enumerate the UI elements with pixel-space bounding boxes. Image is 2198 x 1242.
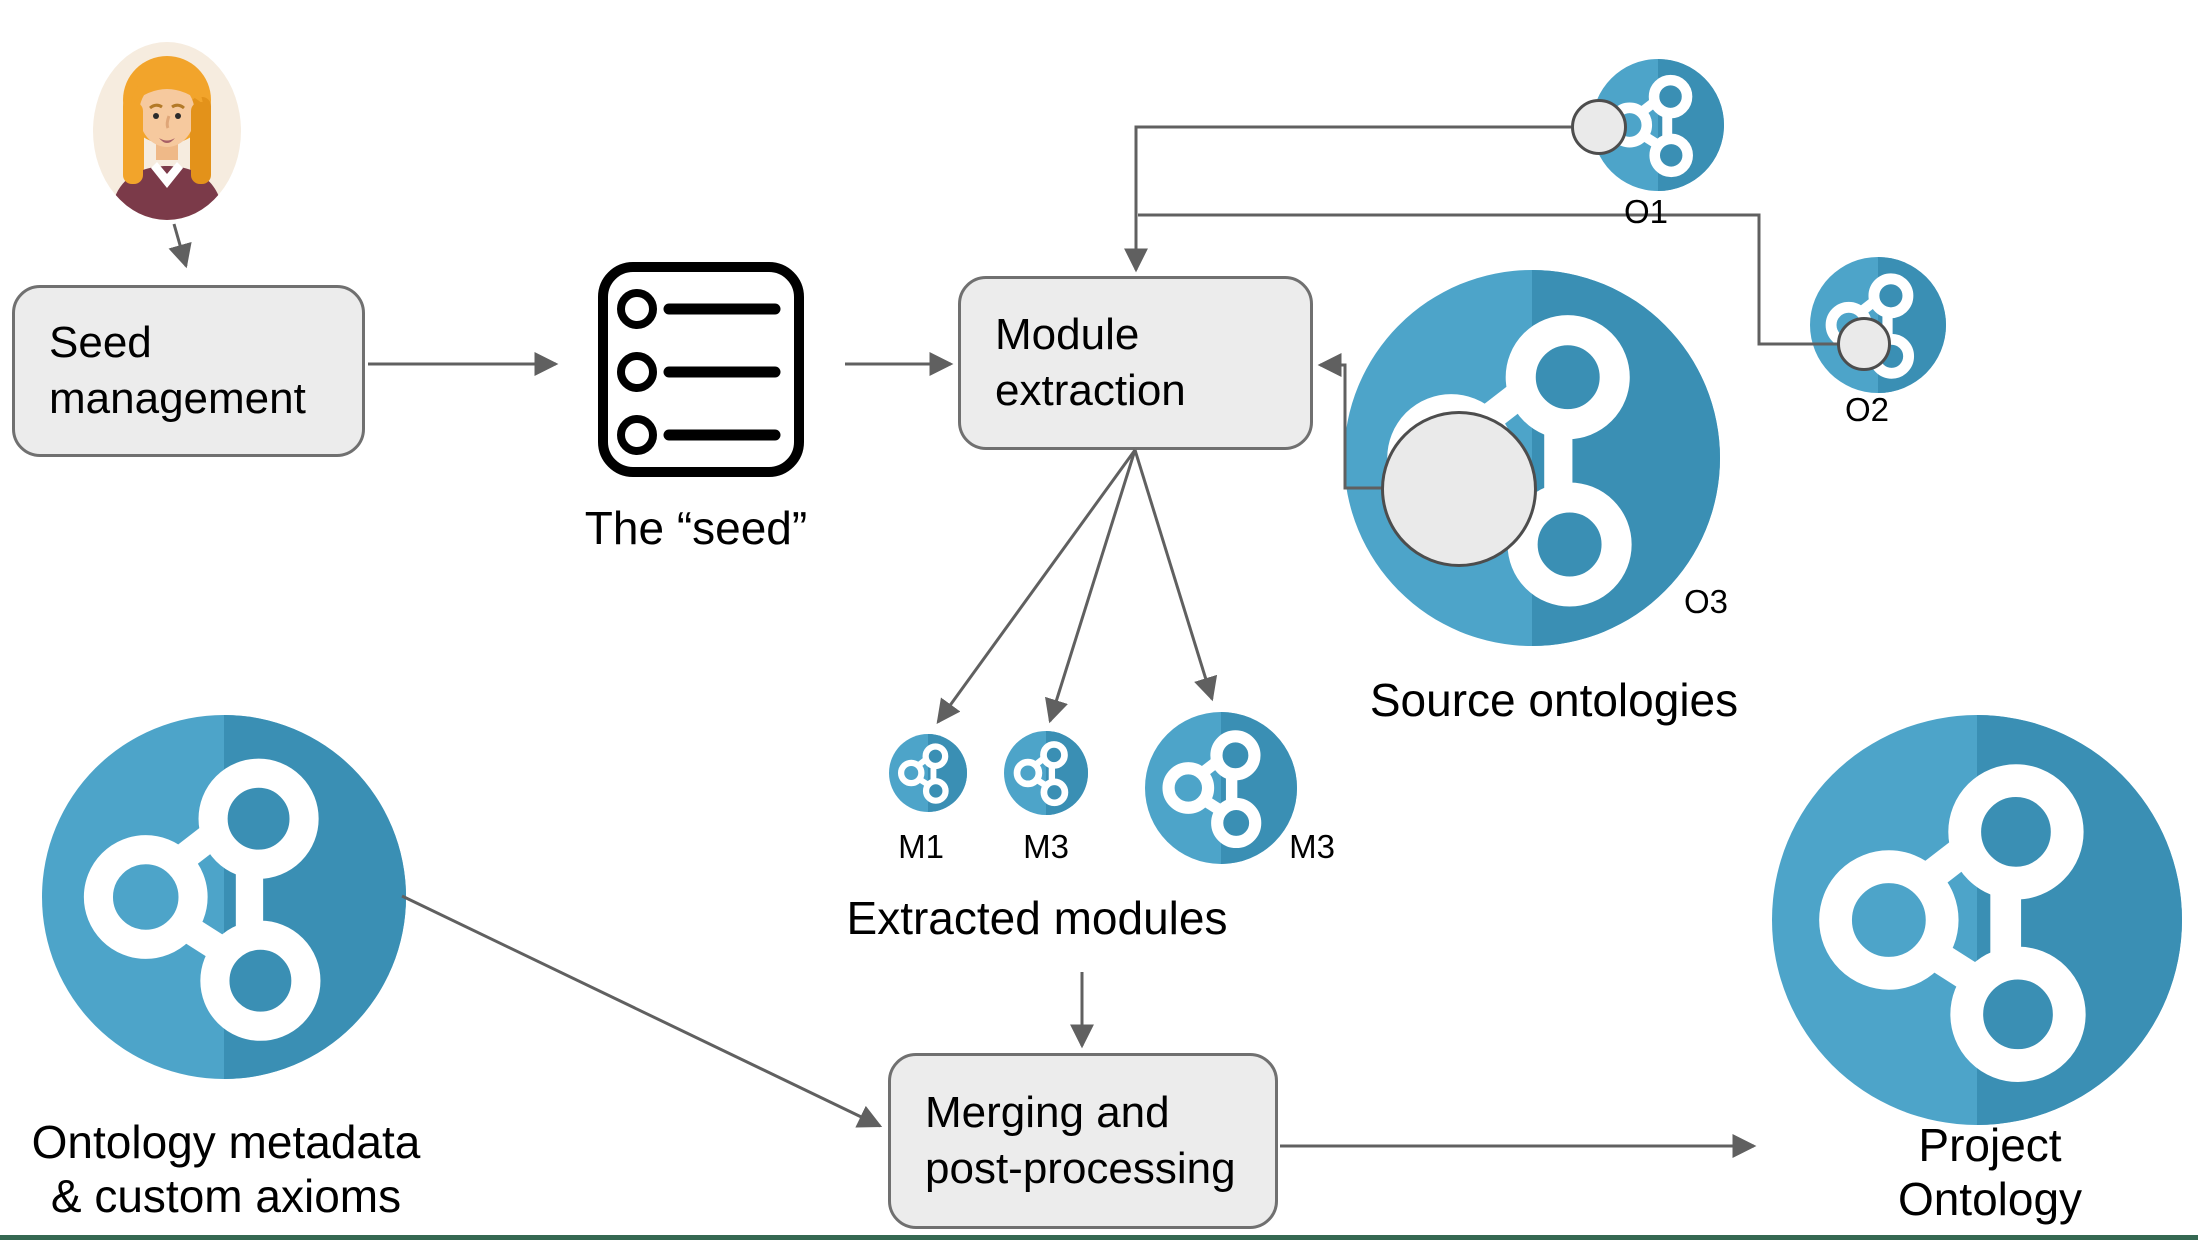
arrow-module-extraction-to-m1 <box>936 449 1137 724</box>
node-seed-management-label: Seed management <box>49 318 306 423</box>
user-avatar-icon <box>93 42 241 220</box>
ontology-icon-module-m3-big <box>1145 712 1297 864</box>
module-overlay-o3 <box>1381 411 1537 567</box>
label-m3-small: M3 <box>1023 828 1069 865</box>
node-module-extraction-label: Module extraction <box>995 310 1186 415</box>
label-o2: O2 <box>1844 391 1890 428</box>
node-merging-post-processing: Merging and post-processing <box>888 1053 1278 1229</box>
footer-accent-bar <box>0 1235 2198 1240</box>
arrow-user-to-seed-management <box>168 223 192 269</box>
label-m3-big: M3 <box>1289 828 1335 865</box>
label-o3: O3 <box>1683 583 1729 620</box>
node-seed-management: Seed management <box>12 285 365 457</box>
label-the-seed: The “seed” <box>584 502 808 554</box>
label-source-ontologies: Source ontologies <box>1369 674 1739 726</box>
seed-list-icon <box>597 261 805 478</box>
arrow-metadata-to-merging <box>401 894 883 1128</box>
label-project-ontology: Project Ontology <box>1897 1119 2083 1225</box>
label-ontology-metadata: Ontology metadata & custom axioms <box>31 1116 421 1222</box>
module-overlay-o1 <box>1571 99 1627 155</box>
ontology-icon-project <box>1772 715 2182 1125</box>
label-extracted-modules: Extracted modules <box>846 892 1228 944</box>
label-m1: M1 <box>898 828 944 865</box>
ontology-icon-o1 <box>1592 59 1724 191</box>
ontology-icon-module-m1 <box>889 734 967 812</box>
ontology-icon-metadata <box>42 715 406 1079</box>
node-module-extraction: Module extraction <box>958 276 1313 450</box>
module-overlay-o2 <box>1837 317 1891 371</box>
arrow-module-extraction-to-m3-big <box>1133 449 1218 702</box>
label-o1: O1 <box>1623 193 1669 230</box>
arrow-o1-to-module-extraction <box>1124 125 1571 273</box>
ontology-icon-module-m3-small <box>1004 731 1088 815</box>
arrow-module-extraction-to-m3-small <box>1045 449 1137 724</box>
node-merging-post-processing-label: Merging and post-processing <box>925 1088 1236 1193</box>
